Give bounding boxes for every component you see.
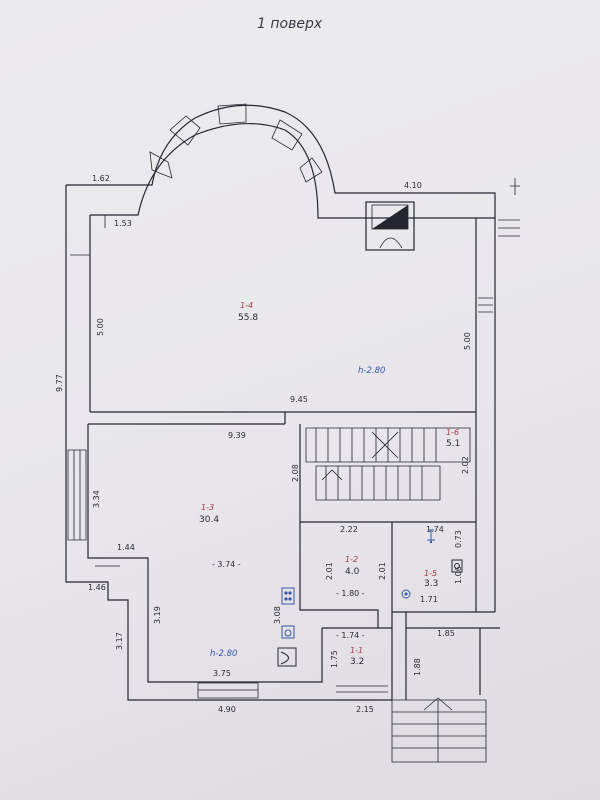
entrance-stairs <box>391 697 487 763</box>
toilet-icon <box>451 559 463 573</box>
dim-9-45: 9.45 <box>290 395 308 404</box>
dim-2-01-a: 2.01 <box>325 562 334 580</box>
dim-1-62: 1.62 <box>92 174 110 183</box>
dim-2-02: 2.02 <box>461 456 470 474</box>
boiler-icon <box>401 589 411 599</box>
room-id: 1-1 <box>350 646 363 655</box>
dim-2-15: 2.15 <box>356 705 374 714</box>
dim-1-06: 1.06 <box>454 566 463 584</box>
dim-5-00-left: 5.00 <box>96 318 105 336</box>
room-1-1-label: 1-1 3.2 <box>350 646 364 667</box>
ceiling-height-lower: h-2.80 <box>210 649 237 659</box>
dim-3-34: 3.34 <box>92 490 101 508</box>
dim-4-90: 4.90 <box>218 705 236 714</box>
room-1-6-label: 1-6 5.1 <box>446 428 460 449</box>
dim-3-17: 3.17 <box>115 632 124 650</box>
dim-1-74-mid: - 1.74 - <box>336 631 365 640</box>
dim-2-01-b: 2.01 <box>378 562 387 580</box>
bathtub-icon <box>277 647 297 667</box>
room-id: 1-4 <box>240 301 253 310</box>
dim-5-00-right: 5.00 <box>463 332 472 350</box>
room-id: 1-3 <box>201 503 214 512</box>
staircase-lower <box>315 465 441 501</box>
room-1-5-label: 1-5 3.3 <box>424 569 438 589</box>
dim-1-75: 1.75 <box>330 650 339 668</box>
dim-3-19: 3.19 <box>153 606 162 624</box>
room-id: 1-2 <box>345 555 358 564</box>
dim-1-44: 1.44 <box>117 543 135 552</box>
room-1-3-label: 1-3 30.4 <box>199 503 219 525</box>
plan-title: 1 поверх <box>257 16 323 32</box>
dim-1-71: 1.71 <box>420 595 438 604</box>
room-1-2-label: 1-2 4.0 <box>345 555 360 577</box>
outer-walls <box>65 103 520 701</box>
ceiling-height-upper: h-2.80 <box>358 366 385 376</box>
room-id: 1-6 <box>446 428 459 437</box>
dim-3-74: - 3.74 - <box>212 560 241 569</box>
dim-1-53: 1.53 <box>114 219 132 228</box>
room-area: 30.4 <box>199 515 219 525</box>
dim-1-88: 1.88 <box>413 658 422 676</box>
dim-4-10: 4.10 <box>404 181 422 190</box>
dim-2-08: 2.08 <box>291 464 300 482</box>
room-id: 1-5 <box>424 569 437 578</box>
room-area: 55.8 <box>238 313 258 323</box>
dim-3-08: 3.08 <box>273 606 282 624</box>
dim-3-75: 3.75 <box>213 669 231 678</box>
dim-9-39: 9.39 <box>228 431 246 440</box>
room-area: 5.1 <box>446 439 460 449</box>
dim-9-77: 9.77 <box>55 374 64 392</box>
sink-icon <box>281 625 295 639</box>
dim-0-73: 0.73 <box>454 530 463 548</box>
shower-icon <box>427 529 435 544</box>
room-area: 3.3 <box>424 579 438 589</box>
stove-icon <box>281 587 295 605</box>
dim-1-80: - 1.80 - <box>336 589 365 598</box>
dim-2-22: 2.22 <box>340 525 358 534</box>
dim-1-46: 1.46 <box>88 583 106 592</box>
room-area: 3.2 <box>350 657 364 667</box>
staircase-upper <box>305 427 471 463</box>
dim-1-74-top: 1.74 <box>426 525 444 534</box>
fireplace-icon <box>365 201 415 251</box>
dim-1-85: 1.85 <box>437 629 455 638</box>
room-1-4-label: 1-4 55.8 <box>238 301 258 323</box>
room-area: 4.0 <box>345 567 360 577</box>
dimension-labels: 1.62 4.10 1.53 5.00 5.00 9.77 9.45 9.39 … <box>55 174 472 714</box>
